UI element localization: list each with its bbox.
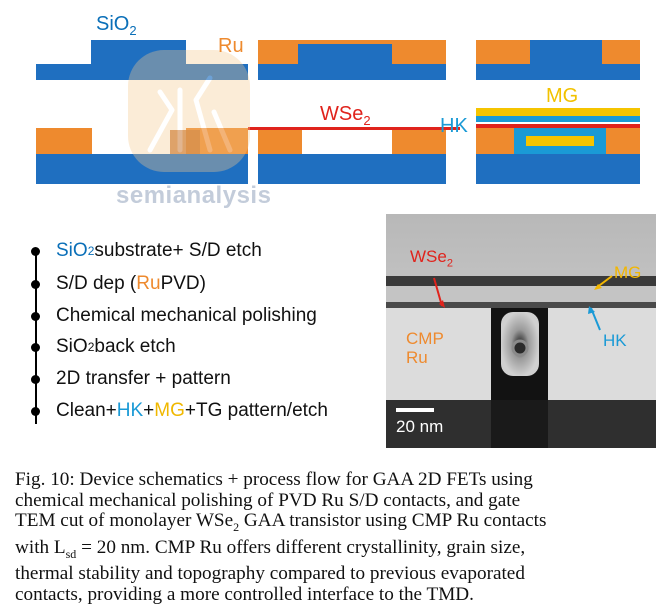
tem-cmp-ru-label: CMP Ru [406,330,444,367]
panel-3-cmp [476,40,640,80]
step-3: Chemical mechanical polishing [20,303,317,329]
step-bullet [31,247,40,256]
tem-image: WSe2 MG CMP Ru HK 20 nm [386,214,656,448]
wse2-label: WSe2 [320,104,371,127]
step-2-ru: Ru [136,273,160,295]
figure-caption: Fig. 10: Device schematics + process flo… [15,470,651,605]
step-bullet [31,312,40,321]
caption-line-3: TEM cut of monolayer WSe2 GAA transistor… [15,511,651,537]
sio2-label: SiO2 [96,14,137,37]
panel-6-gate-stack [476,108,640,184]
caption-line-3a: TEM cut of monolayer WSe [15,510,233,531]
caption-line-3b: GAA transistor using CMP Ru contacts [239,510,546,531]
panel-2-ru-deposition [258,40,446,80]
watermark-text: semianalysis [116,182,271,210]
wse2-label-text: WSe [320,103,363,125]
step-6: Clean+HK+MG+TG pattern/etch [20,398,328,424]
step-bullet [31,343,40,352]
caption-line-4: with Lsd = 20 nm. CMP Ru offers differen… [15,538,651,564]
tem-hk-label: HK [603,332,627,351]
caption-line-4b: = 20 nm. CMP Ru offers different crystal… [76,537,525,558]
sio2-label-text: SiO [96,13,129,35]
step-6-a: Clean+ [56,400,117,422]
tem-wse2-sub: 2 [447,257,453,269]
caption-line-2: chemical mechanical polishing of PVD Ru … [15,491,651,512]
caption-line-4-sub: sd [66,546,77,560]
step-2-a: S/D dep ( [56,273,136,295]
wse2-label-sub: 2 [363,113,370,128]
step-6-e: +TG pattern/etch [185,400,328,422]
step-6-mg: MG [154,400,185,422]
watermark-emblem [128,50,250,172]
step-bullet [31,375,40,384]
caption-line-4a: with L [15,537,66,558]
step-1-sub: 2 [88,244,95,258]
step-5-text: 2D transfer + pattern [56,368,231,390]
step-1-prefix: SiO [56,240,88,262]
hk-label: HK [440,116,468,136]
sio2-label-sub: 2 [129,23,136,38]
step-2: S/D dep (Ru PVD) [20,271,206,297]
step-2-c: PVD) [161,273,206,295]
tem-cmp-text: CMP [406,329,444,348]
caption-line-1: Fig. 10: Device schematics + process flo… [15,470,651,491]
caption-line-6: contacts, providing a more controlled in… [15,585,651,606]
panel-5-2d-transfer [248,127,460,184]
step-bullet [31,407,40,416]
step-1-rest: substrate+ S/D etch [94,240,261,262]
step-4-sub: 2 [88,340,95,354]
scale-bar-label: 20 nm [396,418,443,437]
ru-label: Ru [218,36,244,56]
step-4-rest: back etch [94,336,175,358]
step-4-prefix: SiO [56,336,88,358]
step-6-hk: HK [117,400,143,422]
tem-mg-label: MG [614,264,641,283]
tem-wse2-label: WSe2 [410,248,453,269]
step-6-c: + [143,400,154,422]
scale-bar [396,408,434,412]
step-bullet [31,280,40,289]
caption-line-5: thermal stability and topography compare… [15,564,651,585]
step-5: 2D transfer + pattern [20,366,231,392]
tem-wse2-text: WSe [410,247,447,266]
step-3-text: Chemical mechanical polishing [56,305,317,327]
mg-label: MG [546,86,578,106]
tem-ru-text: Ru [406,348,428,367]
